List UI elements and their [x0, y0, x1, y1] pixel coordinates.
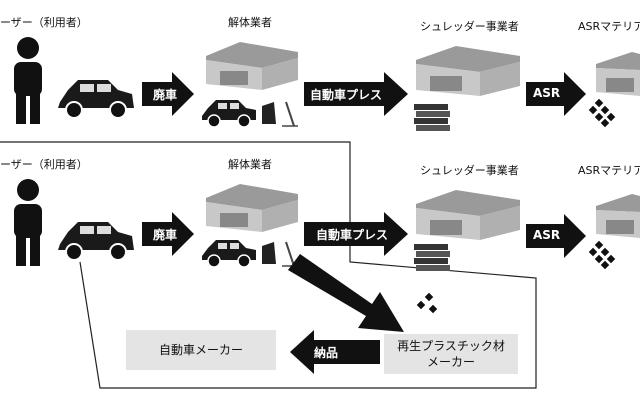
dismantler-label-row1: 解体業者 — [228, 16, 272, 29]
arrow-press-label-row2: 自動車プレス — [316, 228, 389, 242]
arrow-delivery-label: 納品 — [314, 346, 339, 360]
arrow-crush-diagonal — [288, 254, 404, 332]
arrow-haisha-row2 — [142, 212, 194, 256]
arrow-asr-row2 — [526, 214, 586, 258]
arrow-asr-row1 — [526, 72, 586, 116]
shredder-building-icon — [416, 190, 520, 240]
shredder-label-row1: シュレッダー事業者 — [420, 20, 519, 33]
car-icon — [58, 80, 134, 119]
arrow-delivery — [290, 330, 380, 374]
recycler-box: 再生プラスチック材 メーカー — [384, 334, 518, 374]
asr-label-row1: ASRマテリア — [578, 20, 640, 33]
plastic-fragments-icon — [416, 292, 438, 314]
user-label-row2: ーザー（利用者） — [0, 158, 88, 171]
shredder-label-row2: シュレッダー事業者 — [420, 164, 519, 177]
arrow-haisha-label-row1: 廃車 — [153, 88, 178, 102]
automaker-box: 自動車メーカー — [126, 330, 276, 370]
arrow-press-label-row1: 自動車プレス — [310, 88, 383, 102]
asr-label-row2: ASRマテリア — [578, 164, 640, 177]
person-icon — [14, 179, 42, 266]
dismantler-building-icon — [206, 42, 298, 90]
dismantler-label-row2: 解体業者 — [228, 158, 272, 171]
arrow-asr-label-row1: ASR — [533, 86, 561, 100]
pellets-icon — [588, 240, 616, 270]
pressed-stack-icon — [414, 104, 450, 131]
arrow-haisha-row1 — [142, 72, 194, 116]
small-car-icon — [202, 240, 256, 268]
small-car-icon — [202, 100, 256, 128]
shredder-building-icon — [416, 46, 520, 96]
asr-building-icon — [596, 52, 640, 96]
arrow-asr-label-row2: ASR — [533, 228, 561, 242]
arrow-press-row1 — [304, 72, 408, 116]
car-door-icon — [262, 101, 298, 127]
arrow-press-row2 — [304, 212, 408, 256]
pressed-stack-icon — [414, 244, 450, 271]
user-label-row1: ーザー（利用者） — [0, 16, 88, 29]
dismantler-building-icon — [206, 184, 298, 232]
asr-building-icon — [596, 194, 640, 238]
arrow-haisha-label-row2: 廃車 — [153, 228, 178, 242]
car-icon — [58, 222, 134, 261]
person-icon — [14, 37, 42, 124]
pellets-icon — [588, 98, 616, 128]
